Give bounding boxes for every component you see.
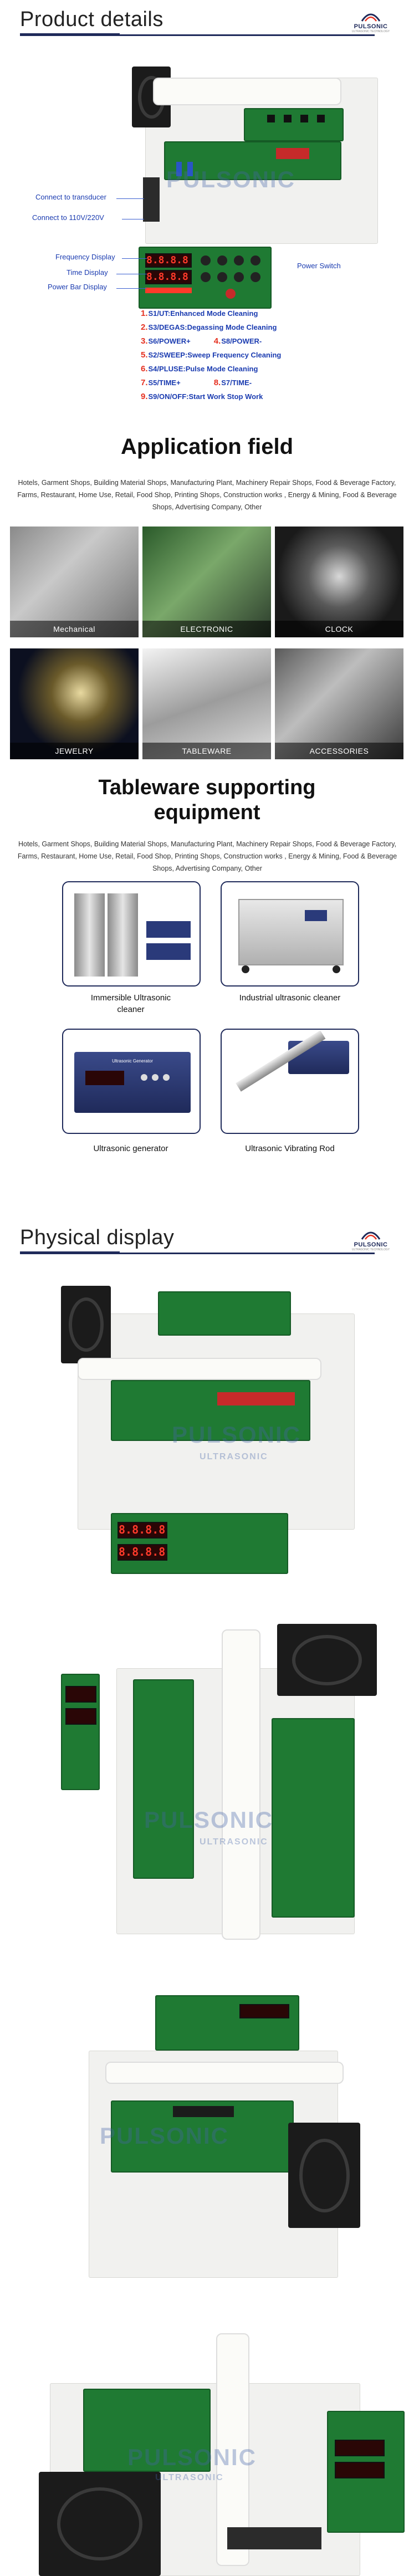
tile-caption: ELECTRONIC	[142, 621, 271, 637]
tile-mechanical: Mechanical	[10, 527, 139, 637]
feature-row: 1.S1/UT:Enhanced Mode Cleaning	[141, 309, 258, 318]
tableware-title-line2: equipment	[154, 801, 260, 824]
control-pcb	[244, 108, 344, 141]
caption-generator: Ultrasonic generator	[93, 1144, 168, 1153]
main-pcb	[164, 141, 341, 180]
cooling-fan-icon	[39, 2472, 161, 2576]
cooling-fan-icon	[277, 1624, 377, 1696]
tile-accessories: ACCESSORIES	[275, 648, 403, 759]
callout-time: Time Display	[67, 268, 108, 277]
caption-industrial: Industrial ultrasonic cleaner	[239, 993, 341, 1003]
cooling-fan-icon	[61, 1286, 111, 1363]
tile-caption: JEWELRY	[10, 743, 139, 759]
terminal-block	[143, 177, 160, 222]
physical-photo-1: PULSONIC ULTRASONIC 8.8.8.8 8.8.8.8	[55, 1269, 366, 1580]
feature-list: 1.S1/UT:Enhanced Mode Cleaning 2.S3/DEGA…	[141, 306, 385, 403]
feature-row: 6.S4/PLUSE:Pulse Mode Cleaning	[141, 364, 258, 374]
tile-caption: TABLEWARE	[142, 743, 271, 759]
feature-row: 3.S6/POWER+4.S8/POWER-	[141, 336, 262, 346]
equip-card-immersible	[62, 881, 201, 987]
tile-caption: ACCESSORIES	[275, 743, 403, 759]
equip-card-generator: Ultrasonic Generator	[62, 1029, 201, 1134]
logo-mark-icon	[361, 1231, 381, 1240]
callout-power-bar: Power Bar Display	[48, 283, 107, 291]
equip-card-rod	[221, 1029, 359, 1134]
callout-power-in: Connect to 110V/220V	[32, 213, 104, 222]
section-title: Physical display	[20, 1226, 175, 1249]
tile-tableware: TABLEWARE	[142, 648, 271, 759]
product-board-image: 8.8.8.8 8.8.8.8 PULSONIC Connect to tran…	[0, 55, 414, 310]
callout-frequency: Frequency Display	[55, 253, 115, 261]
equip-card-industrial	[221, 881, 359, 987]
transformer	[153, 78, 341, 105]
tile-clock: CLOCK	[275, 527, 403, 637]
feature-row: 9.S9/ON/OFF:Start Work Stop Work	[141, 392, 263, 401]
watermark: PULSONIC	[166, 166, 296, 192]
display-pcb: 8.8.8.8 8.8.8.8	[139, 247, 272, 309]
brand-logo: PULSONIC ULTRASONIC TECHNOLOGY	[343, 11, 398, 33]
logo-sub: ULTRASONIC TECHNOLOGY	[351, 30, 390, 33]
feature-row: 2.S3/DEGAS:Degassing Mode Cleaning	[141, 323, 277, 332]
callout-transducer: Connect to transducer	[35, 193, 106, 201]
power-bar	[145, 288, 192, 293]
tile-caption: CLOCK	[275, 621, 403, 637]
physical-photo-3: PULSONIC	[67, 1990, 377, 2300]
application-paragraph: Hotels, Garment Shops, Building Material…	[17, 479, 397, 511]
logo-mark-icon	[361, 13, 381, 22]
section-title: Product details	[20, 8, 163, 31]
tableware-paragraph: Hotels, Garment Shops, Building Material…	[17, 840, 397, 872]
physical-photo-4: PULSONIC ULTRASONIC	[17, 2328, 405, 2576]
application-field-title: Application field	[120, 435, 294, 459]
cooling-fan-icon	[288, 2123, 360, 2228]
tile-jewelry: JEWELRY	[10, 648, 139, 759]
generator-label: Ultrasonic Generator	[112, 1059, 153, 1064]
logo-name: PULSONIC	[354, 23, 388, 30]
feature-row: 5.S2/SWEEP:Sweep Frequency Cleaning	[141, 350, 282, 360]
tableware-title-line1: Tableware supporting	[98, 776, 316, 799]
tile-caption: Mechanical	[10, 621, 139, 637]
feature-row: 7.S5/TIME+8.S7/TIME-	[141, 378, 252, 387]
tile-electronic: ELECTRONIC	[142, 527, 271, 637]
physical-display-header: Physical display PULSONIC ULTRASONIC TEC…	[0, 1218, 414, 1257]
title-underline	[20, 1251, 375, 1254]
callout-power-switch: Power Switch	[297, 262, 341, 270]
button-grid	[201, 255, 267, 300]
caption-rod: Ultrasonic Vibrating Rod	[245, 1144, 335, 1153]
title-underline	[20, 33, 375, 36]
product-details-header: Product details PULSONIC ULTRASONIC TECH…	[0, 0, 414, 39]
physical-photo-2: PULSONIC ULTRASONIC	[33, 1613, 388, 1962]
brand-logo: PULSONIC ULTRASONIC TECHNOLOGY	[343, 1229, 398, 1251]
time-led: 8.8.8.8	[145, 270, 192, 284]
frequency-led: 8.8.8.8	[145, 253, 192, 268]
